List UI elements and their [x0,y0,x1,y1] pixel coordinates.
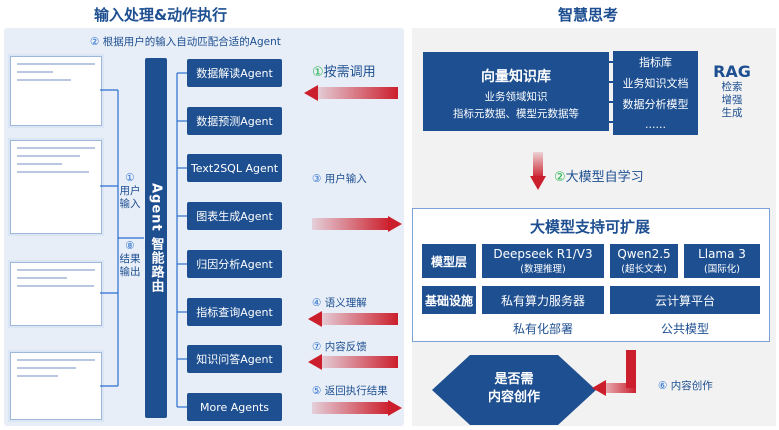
llm-extensible-title: 大模型支持可扩展 [529,218,650,236]
self-learning-label: ②大模型自学习 [554,170,644,185]
note-on-demand-call: ①按需调用 [312,65,376,80]
decision-label: 是否需 内容创作 [487,372,540,405]
arrow-user-input [312,218,390,230]
model-layer-label: 模型层 [422,244,476,278]
agent-metric-query[interactable]: 指标查询Agent [187,298,282,326]
tag-business-docs: 业务知识文档 [613,72,698,93]
infra-private-servers: 私有算力服务器 [482,286,604,314]
agent-attribution-analysis[interactable]: 归因分析Agent [187,250,282,278]
arrow-head-left-3 [308,354,322,370]
agent-chart-generation[interactable]: 图表生成Agent [187,202,282,230]
model-llama: Llama 3 (国际化) [684,244,760,278]
arrow-head-right-2 [388,400,402,416]
rag-label: RAG 检索 增强 生成 [713,62,751,119]
model-deepseek: Deepseek R1/V3 (数理推理) [482,244,604,278]
tag-more: ...... [613,114,698,135]
step-1-user-input: ① 用户 输入 [119,172,141,210]
arrow-head-left-2 [308,311,322,327]
agent-knowledge-qa[interactable]: 知识问答Agent [187,345,282,373]
note-semantic-understanding: ④ 语义理解 [312,297,367,309]
right-section-title: 智慧思考 [558,6,619,24]
agent-match-hint: ② 根据用户的输入自动匹配合适的Agent [90,36,281,48]
arrow-self-learning-shaft [533,152,543,178]
arrow-content-creation-head [592,380,606,396]
left-section-title: 输入处理&动作执行 [94,6,228,24]
screenshot-thumb-4 [10,352,102,420]
arrow-head-left-1 [304,85,318,101]
decision-diamond [432,355,596,425]
arrow-content-creation-vertical [626,350,636,388]
step-2-marker: ② [90,36,100,48]
router-agent-connectors [176,72,187,408]
tag-metric-library: 指标库 [613,51,698,72]
step-8-result-output: ⑧ 结果 输出 [119,240,141,278]
thumb-connectors [100,89,144,387]
infra-cloud-platform: 云计算平台 [610,286,760,314]
agent-data-forecast[interactable]: 数据预测Agent [187,107,282,135]
agent-router-label: Agent 智能路由 [148,182,164,294]
vector-knowledge-base: 向量知识库 业务领域知识 指标元数据、模型元数据等 [423,52,609,131]
arrow-self-learning-head [530,176,546,190]
arrow-content-feedback [320,356,398,368]
model-qwen: Qwen2.5 (超长文本) [610,244,678,278]
screenshot-thumb-1 [10,56,102,126]
infra-layer-label: 基础设施 [422,286,476,314]
agent-text2sql[interactable]: Text2SQL Agent [187,154,282,182]
screenshot-thumb-3 [10,262,102,326]
arrow-content-creation-horizontal [604,383,636,393]
arrow-return-result [312,402,390,414]
arrow-head-right-1 [388,216,402,232]
arrow-on-demand-call [316,87,398,99]
arrow-semantic-understanding [320,313,398,325]
tag-analysis-models: 数据分析模型 [613,93,698,114]
agent-more[interactable]: More Agents [187,393,282,421]
note-return-result: ⑤ 返回执行结果 [312,385,388,397]
note-content-feedback: ⑦ 内容反馈 [312,341,367,353]
deploy-private-label: 私有化部署 [512,322,573,336]
step-6-content-creation: ⑥ 内容创作 [658,380,713,392]
screenshot-thumb-2 [10,140,102,234]
agent-data-interpretation[interactable]: 数据解读Agent [187,59,282,87]
agent-router-bar [145,58,167,418]
note-user-input: ③ 用户输入 [312,173,367,185]
deploy-public-label: 公共模型 [660,322,709,336]
